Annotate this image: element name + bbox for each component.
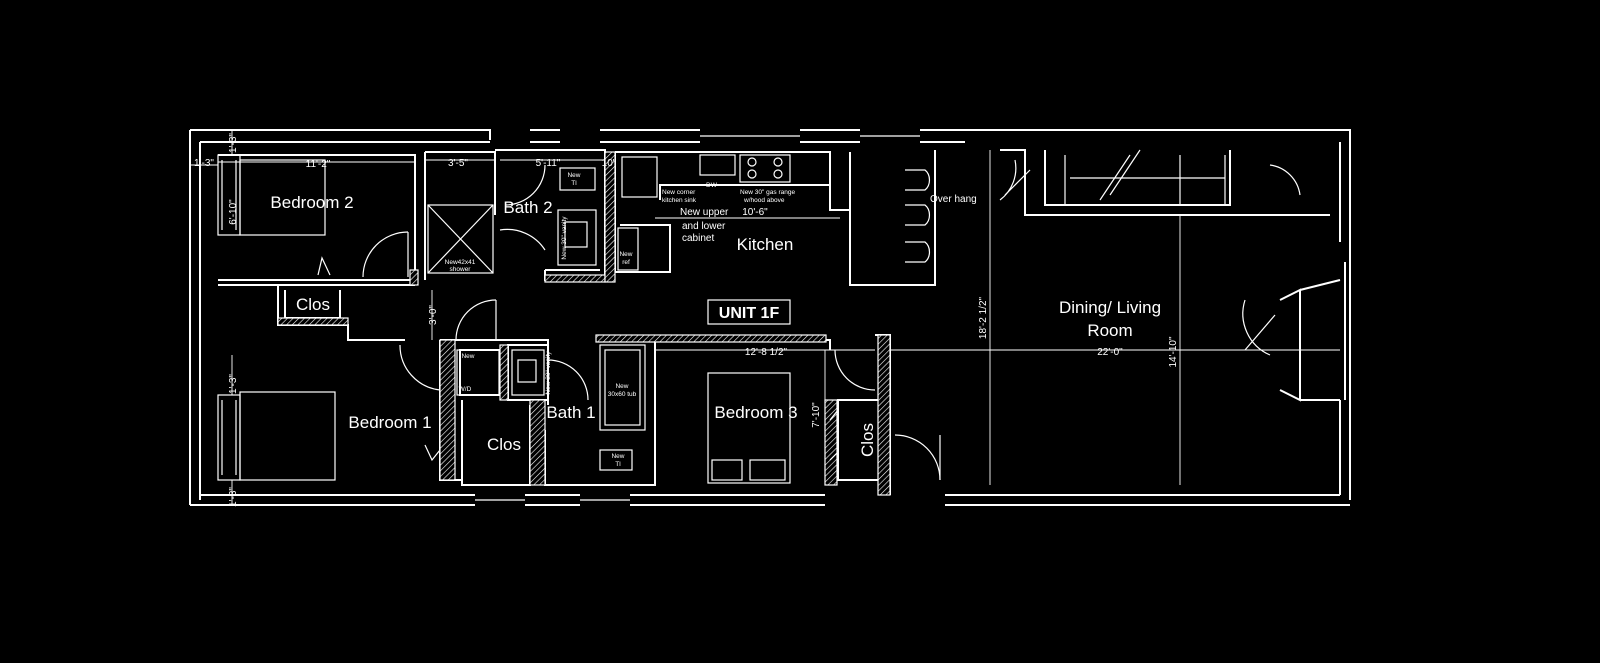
dim-5-11: 5'-11" (536, 158, 561, 169)
room-dining-living: Dining/ Living (1059, 298, 1161, 317)
room-clos-top: Clos (296, 295, 330, 314)
dim-1-3-top-left: 1'-3" (194, 158, 214, 169)
exterior-walls (189, 129, 1351, 506)
note-gas-range-2: w/hood above (743, 197, 785, 204)
room-kitchen: Kitchen (737, 235, 794, 254)
note-new-tl-bath1-1: New (611, 453, 624, 460)
unit-label: UNIT 1F (719, 305, 780, 322)
dim-22-0: 22'-0" (1097, 347, 1123, 358)
note-cabinet-2: and lower (682, 221, 726, 232)
dim-1-3-bottom: 1'-3" (228, 487, 239, 507)
dim-3-5: 3'-5" (448, 158, 468, 169)
note-corner-sink-2: kitchen sink (662, 197, 697, 204)
note-fridge-2: ref (622, 259, 630, 266)
dim-14-10: 14'-10" (1168, 336, 1179, 367)
room-bath-2: Bath 2 (503, 198, 552, 217)
note-cabinet-3: cabinet (682, 233, 714, 244)
room-bedroom-3: Bedroom 3 (714, 403, 797, 422)
fixture-notes: New Tl New42x41 shower New 30" vanity Ne… (445, 172, 977, 468)
dim-1-3-top-vert: 1'-3" (228, 133, 239, 153)
note-cabinet-1: New upper (680, 207, 729, 218)
dimension-labels: 1'-3" 1'-3" 11'-2" 6'-10" 3'-5" 5'-11" 1… (194, 133, 1179, 507)
dim-1-3-mid: 1'-3" (228, 374, 239, 394)
fixtures (239, 154, 931, 484)
dimension-lines (190, 130, 1340, 505)
note-dw: DW (706, 182, 718, 189)
unit-label-box (707, 299, 791, 325)
dim-10: 10" (602, 158, 617, 169)
note-new-tl-bath1-2: Tl (615, 461, 621, 468)
note-wd: W/D (459, 386, 472, 393)
note-new-tl-bath2-2: Tl (571, 180, 577, 187)
hatched-walls (277, 151, 891, 496)
note-overhang: Over hang (930, 194, 977, 205)
dim-3-0: 3'-0" (428, 305, 439, 325)
room-clos-mid: Clos (487, 435, 521, 454)
room-bedroom-2: Bedroom 2 (270, 193, 353, 212)
room-dining-living-line2: Room (1087, 321, 1132, 340)
dim-18-2: 18'-2 1/2" (978, 296, 989, 339)
room-bath-1: Bath 1 (546, 403, 595, 422)
dim-7-10: 7'-10" (811, 402, 822, 428)
note-tub-1: New (615, 383, 628, 390)
room-bedroom-1: Bedroom 1 (348, 413, 431, 432)
note-gas-range-1: New 30" gas range (740, 189, 795, 196)
note-fridge-1: New (619, 251, 632, 258)
dim-11-2: 11'-2" (306, 159, 331, 170)
note-wd-new: New (461, 353, 474, 360)
dim-12-8: 12'-8 1/2" (745, 347, 788, 358)
note-tub-2: 30x60 tub (608, 391, 637, 398)
dim-6-10: 6'-10" (228, 199, 239, 225)
dim-10-6: 10'-6" (742, 207, 768, 218)
room-clos-right: Clos (858, 423, 877, 457)
note-corner-sink-1: New corner (662, 189, 696, 196)
note-vanity-bath1: New 30" vanity (545, 351, 552, 395)
note-vanity-bath2: New 30" vanity (561, 216, 568, 260)
door-swings (317, 159, 1301, 481)
note-new-tl-bath2-1: New (567, 172, 580, 179)
note-shower-1: New42x41 (445, 259, 476, 266)
note-shower-2: shower (450, 266, 472, 273)
